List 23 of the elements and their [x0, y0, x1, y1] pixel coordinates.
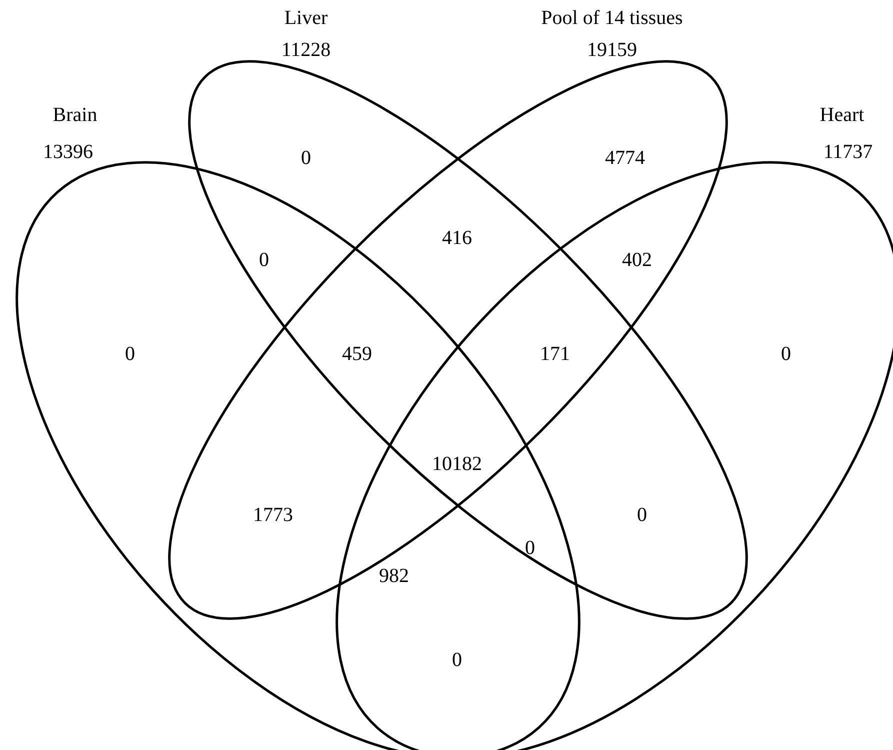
region-count: 416	[442, 226, 472, 250]
region-count: 171	[540, 342, 570, 366]
region-count: 0	[637, 503, 647, 527]
region-count: 4774	[605, 146, 645, 170]
set-name: Pool of 14 tissues	[541, 6, 683, 30]
region-count: 402	[622, 248, 652, 272]
region-count: 0	[781, 342, 791, 366]
region-count: 10182	[432, 452, 482, 476]
set-count: 11228	[281, 38, 331, 62]
region-count: 0	[525, 536, 535, 560]
region-count: 1773	[253, 503, 293, 527]
region-count: 0	[301, 146, 311, 170]
region-count: 0	[125, 342, 135, 366]
region-count: 0	[452, 648, 462, 672]
region-count: 0	[259, 248, 269, 272]
set-count: 19159	[587, 38, 637, 62]
set-name: Brain	[52, 103, 98, 127]
set-count: 13396	[43, 140, 93, 164]
set-count: 11737	[823, 140, 873, 164]
region-count: 459	[342, 342, 372, 366]
region-count: 982	[379, 564, 409, 588]
set-name: Liver	[284, 6, 328, 30]
set-name: Heart	[820, 103, 864, 127]
